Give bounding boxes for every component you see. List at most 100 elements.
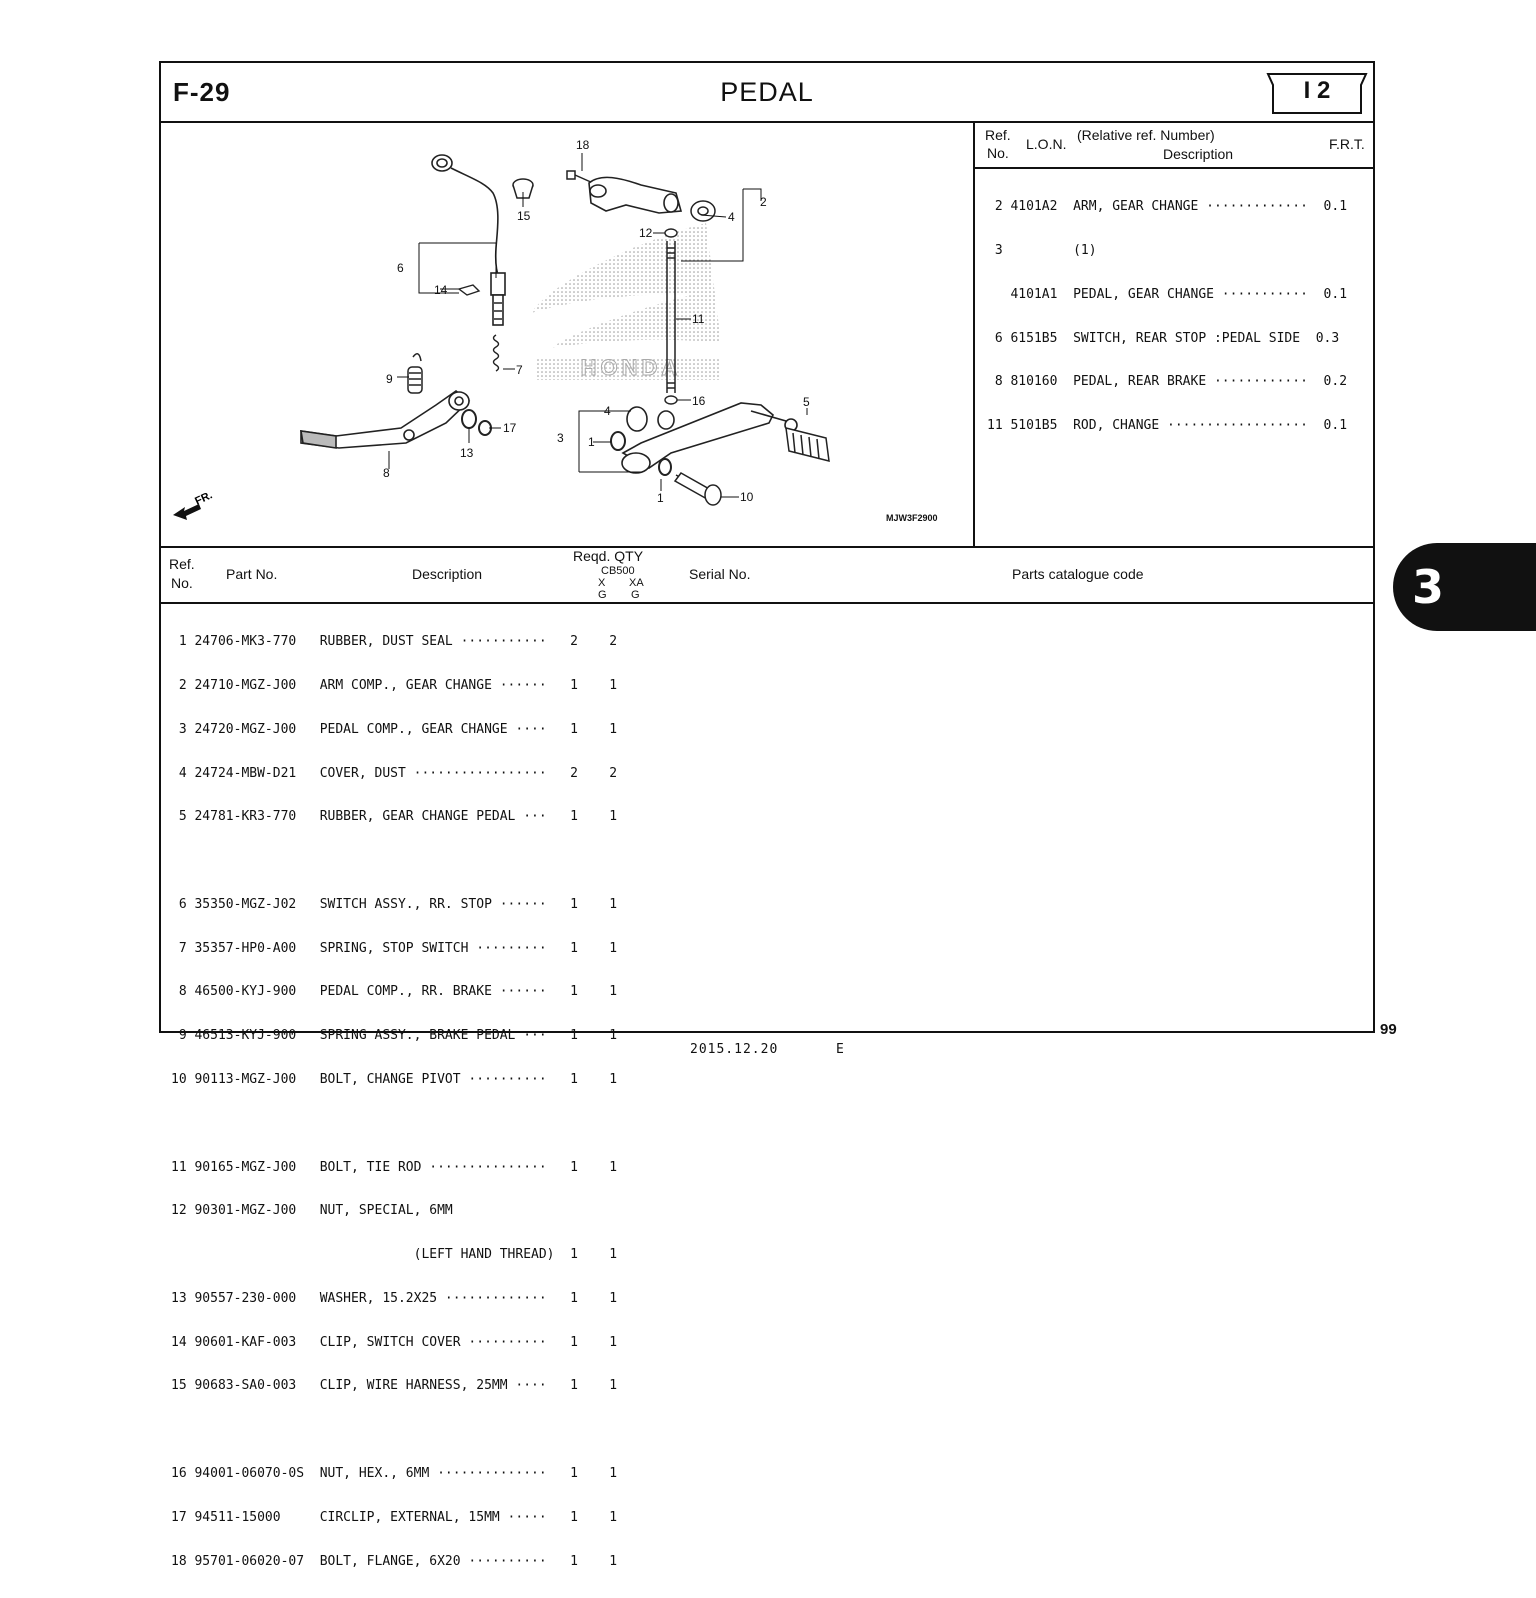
title-bar: F-29 PEDAL I 2 [161,63,1373,123]
table-row: 8 46500-KYJ-900 PEDAL COMP., RR. BRAKE ·… [171,984,618,1000]
parts-list-panel: Ref. No. Part No. Description Reqd. QTY … [161,546,1373,1568]
table-row: 3 24720-MGZ-J00 PEDAL COMP., GEAR CHANGE… [171,721,618,737]
callout-3: 3 [557,431,564,445]
labor-operation-panel: Ref. No. L.O.N. (Relative ref. Number) D… [975,123,1375,546]
brake-spring-drawing [407,353,423,394]
parts-illustration: HONDA [173,138,938,523]
table-row: 13 90557-230-000 WASHER, 15.2X25 ·······… [171,1290,618,1306]
table-row: 15 90683-SA0-003 CLIP, WIRE HARNESS, 25M… [171,1378,618,1394]
lon-relative-label: (Relative ref. Number) [1077,127,1215,143]
callout-2: 2 [760,195,767,209]
flange-bolt-drawing [566,170,594,184]
stop-switch-drawing [431,154,506,326]
table-row: 10 90113-MGZ-J00 BOLT, CHANGE PIVOT ····… [171,1072,618,1087]
table-row: 11 90165-MGZ-J00 BOLT, TIE ROD ·········… [171,1159,618,1175]
part-number-header: Part No. [226,566,278,582]
callout-leader-lines [388,153,808,498]
lon-frt-label: F.R.T. [1329,136,1365,152]
figure-number: F-29 [173,77,231,107]
lon-row: 2 4101A2 ARM, GEAR CHANGE ············· … [987,199,1348,215]
lon-list: 2 4101A2 ARM, GEAR CHANGE ············· … [987,171,1377,463]
lon-row: 8 810160 PEDAL, REAR BRAKE ············ … [987,374,1348,390]
table-row: 17 94511-15000 CIRCLIP, EXTERNAL, 15MM ·… [171,1509,618,1525]
lon-header: Ref. No. L.O.N. (Relative ref. Number) D… [975,123,1375,169]
table-row: 9 46513-KYJ-900 SPRING ASSY., BRAKE PEDA… [171,1028,618,1044]
callout-12: 12 [639,226,653,240]
lon-lon-label: L.O.N. [1026,136,1067,152]
table-row: 6 35350-MGZ-J02 SWITCH ASSY., RR. STOP ·… [171,896,618,912]
badge-label: I 2 [1303,77,1331,104]
dust-cover-drawing [690,200,716,222]
lon-row: 6 6151B5 SWITCH, REAR STOP :PEDAL SIDE 0… [987,330,1340,346]
table-row: (LEFT HAND THREAD) 1 1 [171,1247,618,1263]
switch-cover-clip-drawing [457,284,481,296]
qty-col1-top: X [598,577,606,589]
table-row: 5 24781-KR3-770 RUBBER, GEAR CHANGE PEDA… [171,809,618,825]
qty-col1-bottom: G [598,589,607,601]
callout-labels: 18 15 2 4 12 6 14 11 7 9 17 13 8 16 5 3 … [383,138,938,523]
callout-17: 17 [503,421,517,435]
table-row: 14 90601-KAF-003 CLIP, SWITCH COVER ····… [171,1334,618,1350]
table-row: 7 35357-HP0-A00 SPRING, STOP SWITCH ····… [171,940,618,956]
callout-7: 7 [516,363,523,377]
gear-change-arm-drawing [588,176,683,214]
serial-number-header: Serial No. [689,566,751,582]
parts-list-header: Ref. No. Part No. Description Reqd. QTY … [161,548,1373,604]
section-tab [1393,543,1536,631]
qty-col2-top: XA [629,577,644,589]
callout-18: 18 [576,138,590,152]
group-spacer [171,1117,617,1132]
callout-6: 6 [397,261,404,275]
lon-ref-label: Ref. [985,127,1011,143]
table-row: 16 94001-06070-0S NUT, HEX., 6MM ·······… [171,1466,618,1482]
callout-16: 16 [692,394,706,408]
footer-date: 2015.12.20 [690,1042,779,1057]
table-row: 12 90301-MGZ-J00 NUT, SPECIAL, 6MM [171,1203,453,1219]
hex-nut-drawing [664,395,678,405]
gear-change-pedal-drawing [621,402,798,474]
callout-4-lower: 4 [604,404,611,418]
lon-row: 11 5101B5 ROD, CHANGE ··················… [987,418,1348,434]
reqd-qty-header: Reqd. QTY [573,548,644,564]
page-number: 99 [1380,1021,1397,1038]
table-row: 2 24710-MGZ-J00 ARM COMP., GEAR CHANGE ·… [171,677,618,693]
front-direction-label: FR. [193,489,214,507]
parts-ref-label: Ref. [169,556,195,572]
lon-row: 4101A1 PEDAL, GEAR CHANGE ··········· 0.… [987,286,1348,302]
callout-1-left: 1 [588,435,595,449]
callout-13: 13 [460,446,474,460]
callout-15: 15 [517,209,531,223]
watermark-text: HONDA [581,355,682,380]
washer-and-circlip-drawing [461,409,492,436]
harness-clip-drawing [512,178,534,199]
description-header: Description [412,566,483,582]
footer-code: E [836,1042,844,1057]
callout-14: 14 [434,283,448,297]
special-nut-drawing [664,228,678,238]
callout-4-top: 4 [728,210,735,224]
callout-5: 5 [803,395,810,409]
group-spacer [171,854,617,869]
stop-switch-spring-drawing [492,334,500,372]
qty-col2-bottom: G [631,589,640,601]
callout-11: 11 [692,312,705,326]
section-tab-label: 3 [1411,560,1444,614]
page-frame: F-29 PEDAL I 2 HONDA [159,61,1375,1568]
callout-1-bottom: 1 [657,491,664,505]
lon-row: 3 (1) [987,242,1097,258]
table-row: 18 95701-06020-07 BOLT, FLANGE, 6X20 ···… [171,1553,618,1569]
lon-no-label: No. [987,145,1009,161]
table-row: 4 24724-MBW-D21 COVER, DUST ············… [171,765,618,781]
gear-pedal-rubber-drawing [785,427,830,462]
callout-8: 8 [383,466,390,480]
change-pivot-bolt-drawing [673,472,722,506]
page-title: PEDAL [720,77,814,107]
group-spacer [171,1423,617,1438]
badge-frame-icon [1266,73,1368,114]
callout-10: 10 [740,490,754,504]
front-direction-arrow-icon: FR. [173,489,214,520]
table-row: 1 24706-MK3-770 RUBBER, DUST SEAL ······… [171,634,618,650]
catalogue-code-header: Parts catalogue code [1012,566,1144,582]
drawing-code: MJW3F2900 [886,513,938,523]
brake-pedal-drawing [300,390,471,449]
